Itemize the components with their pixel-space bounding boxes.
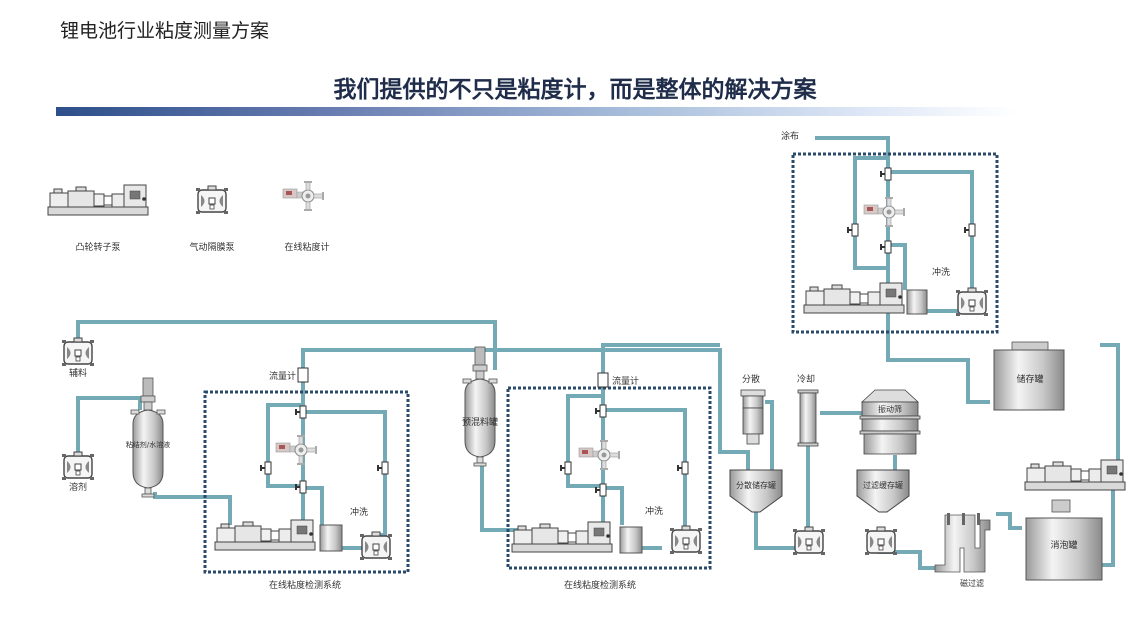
disperse-label: 分散 <box>742 373 760 385</box>
magnetic-filter-icon <box>934 514 991 573</box>
legend-label-lobe-pump: 凸轮转子泵 <box>75 241 120 253</box>
valve-icon <box>879 240 892 254</box>
flowmeter-icon <box>297 367 309 383</box>
flush-tank-icon <box>619 526 643 554</box>
page-title: 锂电池行业粘度测量方案 <box>60 20 270 42</box>
lobe-pump-icon <box>1024 459 1126 491</box>
vibrating-screen-label: 振动筛 <box>878 404 902 414</box>
lobe-pump-icon <box>511 521 613 553</box>
auxiliary-label: 辅料 <box>69 367 87 379</box>
system-boxes <box>203 152 999 574</box>
storage-tank-icon <box>993 349 1065 411</box>
solvent-label: 溶剂 <box>69 481 87 493</box>
flush-pump-icon <box>359 531 393 561</box>
flush-label-1: 冲洗 <box>350 506 368 518</box>
defoam-tank: 消泡罐 <box>1025 499 1103 581</box>
flush-tank-icon <box>906 289 928 315</box>
flowmeter-icon <box>597 372 609 388</box>
filter-buffer-tank-icon <box>856 469 910 513</box>
lobe-pump-icon <box>47 184 149 216</box>
viscometer-icon <box>863 196 906 228</box>
flush-tank-icon <box>319 524 343 552</box>
flowmeter-label-1: 流量计 <box>269 370 296 382</box>
filter-pump-icon <box>864 526 898 556</box>
header-gradient-bar <box>56 107 1016 116</box>
premix-tank-label: 预混料罐 <box>462 416 498 428</box>
defoam-tank-label: 消泡罐 <box>1050 539 1077 551</box>
filter-buffer-label: 过滤缓存罐 <box>863 480 903 490</box>
defoam-tank-icon <box>1025 517 1103 581</box>
flush-label-2: 冲洗 <box>645 505 663 517</box>
solvent-pump-icon <box>61 451 95 481</box>
coating-system: 涂布 冲洗 <box>781 130 989 317</box>
binder-tank-label: 粘结剂/水溶液 <box>126 440 170 449</box>
valve-icon <box>879 167 892 181</box>
binder-tank-icon <box>130 377 166 498</box>
pipes <box>76 136 1120 570</box>
valve-icon <box>294 405 307 419</box>
valve-icon <box>676 461 689 475</box>
premix-tank-icon <box>462 346 498 467</box>
flowmeter-label-2: 流量计 <box>612 375 639 387</box>
system-label-1: 在线粘度检测系统 <box>269 579 341 591</box>
valve-icon <box>846 223 859 237</box>
viscosity-system-2: 流量计 冲洗 在线粘度检测系统 <box>511 372 703 591</box>
auxiliary-pump-icon <box>61 337 95 367</box>
legend-label-viscometer: 在线粘度计 <box>284 241 329 253</box>
system-box-1 <box>203 390 410 574</box>
viscometer-icon <box>275 434 318 466</box>
legend: 凸轮转子泵 气动隔膜泵 在线粘度计 <box>47 180 330 253</box>
valve-icon <box>376 461 389 475</box>
magnetic-filter: 磁过滤 <box>934 513 991 588</box>
valve-icon <box>294 480 307 494</box>
cooler-icon <box>799 392 817 444</box>
diaphragm-pump-icon <box>195 185 229 215</box>
valve-icon <box>559 461 572 475</box>
cooling-pump-icon <box>792 526 826 556</box>
valve-icon <box>963 223 976 237</box>
system-box-coating <box>791 152 999 334</box>
storage-tank-label: 储存罐 <box>1016 373 1043 385</box>
magnetic-filter-label: 磁过滤 <box>960 578 984 588</box>
cooling-label: 冷却 <box>797 373 815 385</box>
flush-pump-icon <box>955 287 989 317</box>
viscometer-icon <box>282 180 325 212</box>
valve-icon <box>594 404 607 418</box>
vibrating-screen-unit: 振动筛 过滤缓存罐 <box>856 389 921 513</box>
system-label-2: 在线粘度检测系统 <box>564 579 636 591</box>
cooling-unit: 冷却 <box>797 373 819 447</box>
headline: 我们提供的不只是粘度计，而是整体的解决方案 <box>333 76 817 103</box>
disperse-storage-label: 分散储存罐 <box>736 480 776 490</box>
coating-label: 涂布 <box>781 130 799 142</box>
flush-label-3: 冲洗 <box>932 266 950 278</box>
viscosity-system-1: 流量计 冲洗 在线粘度检测系统 <box>214 367 393 591</box>
lobe-pump-icon <box>803 282 905 314</box>
flush-pump-icon <box>669 525 703 555</box>
system-box-2 <box>506 386 712 570</box>
legend-label-diaphragm-pump: 气动隔膜泵 <box>189 241 234 253</box>
dispersion-unit: 分散 分散储存罐 <box>729 373 783 513</box>
viscometer-icon <box>578 439 621 471</box>
storage-tank: 储存罐 <box>993 341 1065 411</box>
valve-icon <box>259 461 272 475</box>
disperse-storage-tank-icon <box>729 469 783 513</box>
